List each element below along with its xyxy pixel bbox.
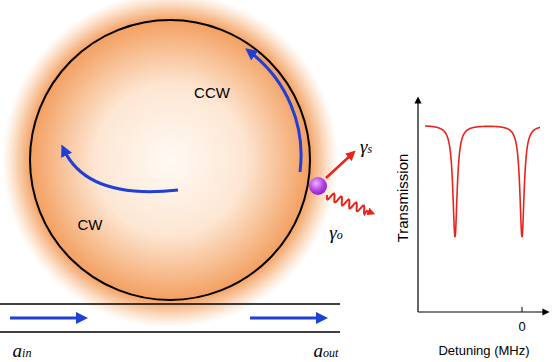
output-arrow bbox=[250, 317, 322, 320]
decay-rate-label: γs bbox=[360, 137, 372, 156]
resonator-ring bbox=[30, 20, 310, 300]
axis-tick bbox=[522, 307, 523, 312]
ccw-arrow bbox=[250, 52, 301, 172]
transmission-curve bbox=[425, 126, 540, 237]
wavy-arrow bbox=[327, 194, 372, 215]
waveguide-wall bbox=[0, 303, 340, 305]
axis-title: Transmission bbox=[395, 154, 410, 243]
y-axis bbox=[417, 100, 418, 312]
input-arrow bbox=[10, 317, 82, 320]
mode-label: CCW bbox=[194, 85, 230, 100]
field-glow bbox=[2, 0, 338, 328]
tick-label: 0 bbox=[518, 320, 525, 333]
field-label: aout bbox=[314, 341, 339, 360]
particle bbox=[309, 177, 327, 195]
cw-arrow bbox=[64, 150, 178, 192]
field-label: ain bbox=[13, 341, 32, 360]
mode-label: CW bbox=[78, 217, 103, 232]
scatter-arrow bbox=[326, 154, 352, 178]
axis-title: Detuning (MHz) bbox=[438, 344, 529, 357]
x-axis bbox=[418, 311, 546, 312]
decay-rate-label: γo bbox=[329, 223, 343, 242]
waveguide-wall bbox=[0, 331, 340, 333]
